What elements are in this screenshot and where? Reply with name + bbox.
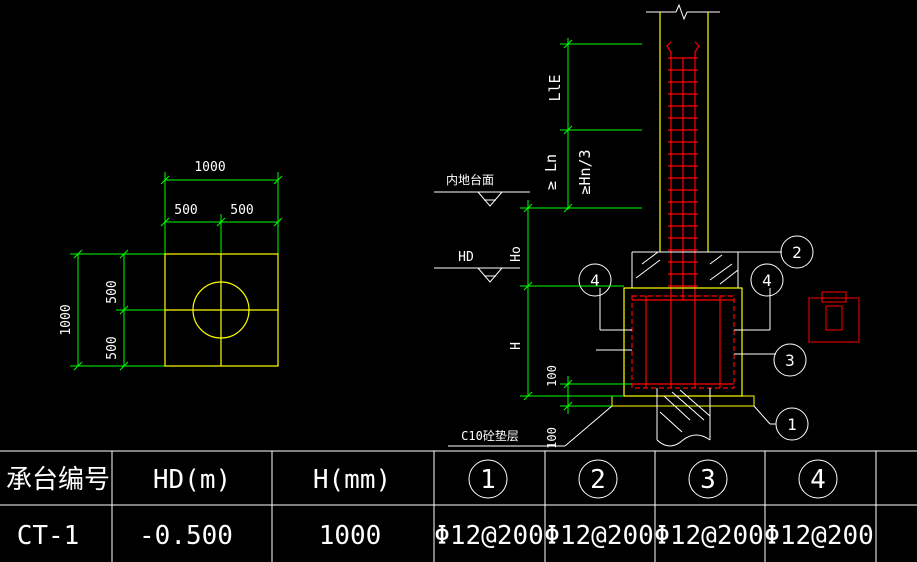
table-cell-cap-id: CT-1 xyxy=(17,521,80,551)
section-dim-h: H xyxy=(509,342,524,350)
table-header-rebar-4-label: 4 xyxy=(810,465,826,495)
table-header-rebar-2: 2 xyxy=(578,459,618,499)
section-dim-lle: LlE xyxy=(546,74,564,101)
callout-2-label: 2 xyxy=(792,243,802,262)
cushion-label: C10砼垫层 xyxy=(461,428,519,443)
callout-1: 1 xyxy=(775,407,809,441)
pile-cap-section-view: 1 2 3 4 4 xyxy=(434,3,860,449)
callout-4-right: 4 xyxy=(750,263,784,297)
section-dim-100-upper: 100 xyxy=(545,365,559,387)
section-dimensions xyxy=(520,38,642,414)
plan-dim-left: 500 xyxy=(174,203,197,218)
ground-level-label: 内地台面 xyxy=(446,172,494,187)
table-header-cap-id: 承台编号 xyxy=(6,465,110,495)
column-break-line xyxy=(646,3,720,21)
table-header-rebar-2-label: 2 xyxy=(590,465,606,495)
callout-1-label: 1 xyxy=(787,415,797,434)
plan-dim-total-width: 1000 xyxy=(194,160,225,175)
pile-cap-rebar xyxy=(631,295,735,389)
table-cell-rebar-4: Φ12@200 xyxy=(764,521,874,551)
plan-left-dimensions xyxy=(70,249,165,371)
plan-dim-total-height: 1000 xyxy=(59,304,74,335)
plan-dim-lower: 500 xyxy=(105,336,120,359)
callout-leaders xyxy=(596,251,782,425)
plan-cap-outline xyxy=(164,253,279,367)
hd-level-marker xyxy=(434,267,520,283)
table-header-rebar-1-label: 1 xyxy=(480,465,496,495)
callout-4-left: 4 xyxy=(578,263,612,297)
table-row: CT-1 -0.500 1000 Φ12@200 Φ12@200 Φ12@200… xyxy=(17,521,874,551)
column-outline xyxy=(659,12,709,252)
section-dim-100-lower: 100 xyxy=(545,427,559,449)
column-rebar-cage xyxy=(666,41,700,388)
ground-level-marker xyxy=(434,191,530,207)
plan-top-dimensions xyxy=(160,172,283,254)
table-cell-hd: -0.500 xyxy=(139,521,233,551)
table-header-h: H(mm) xyxy=(313,465,391,495)
plan-dim-right: 500 xyxy=(230,203,253,218)
table-header-rebar-4: 4 xyxy=(798,459,838,499)
pile-cap-plan-view: 1000 500 500 1000 500 500 xyxy=(59,160,283,371)
table-cell-h: 1000 xyxy=(319,521,382,551)
table-cell-rebar-2: Φ12@200 xyxy=(544,521,654,551)
cushion-leader xyxy=(448,405,613,447)
table-header-rebar-1: 1 xyxy=(468,459,508,499)
callout-3-label: 3 xyxy=(785,351,795,370)
pile-shaft xyxy=(656,388,711,447)
ucs-icon xyxy=(808,291,860,343)
table-cell-rebar-1: Φ12@200 xyxy=(434,521,544,551)
section-dim-hn3: ≥Hn/3 xyxy=(576,149,594,194)
plan-dim-upper: 500 xyxy=(105,280,120,303)
callout-4-left-label: 4 xyxy=(590,271,600,290)
callout-4-right-label: 4 xyxy=(762,271,772,290)
section-dim-ln: ≥ Ln xyxy=(542,154,560,190)
pile-cap-schedule-table: 承台编号 HD(m) H(mm) 1 2 3 4 CT-1 -0.500 100… xyxy=(0,450,917,562)
cap-collar-block xyxy=(631,251,739,288)
callout-3: 3 xyxy=(773,343,807,377)
hd-level-label: HD xyxy=(458,250,474,265)
section-dim-ho: Ho xyxy=(509,246,524,262)
cushion-layer xyxy=(611,395,755,407)
pile-cap-outline xyxy=(623,287,743,397)
plan-pile-circle xyxy=(192,281,250,339)
callout-2: 2 xyxy=(780,235,814,269)
table-header-hd: HD(m) xyxy=(153,465,231,495)
table-cell-rebar-3: Φ12@200 xyxy=(654,521,764,551)
table-header-rebar-3: 3 xyxy=(688,459,728,499)
table-header-rebar-3-label: 3 xyxy=(700,465,716,495)
